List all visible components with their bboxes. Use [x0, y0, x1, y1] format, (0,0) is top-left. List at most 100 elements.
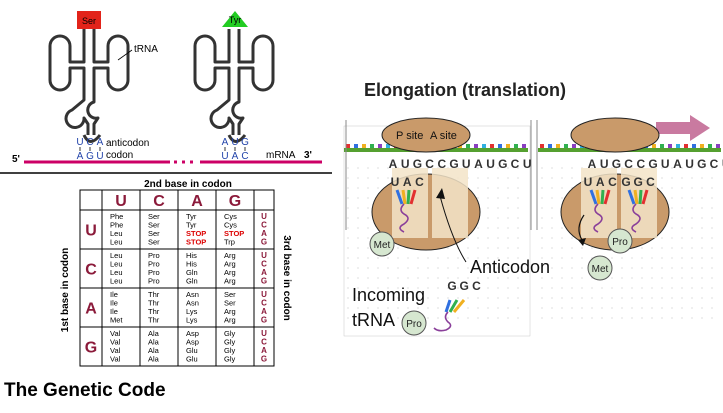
background-dot: [571, 267, 573, 269]
background-dot: [477, 227, 479, 229]
amino-acid-cell: His: [186, 260, 197, 269]
background-dot: [347, 217, 349, 219]
background-dot: [397, 247, 399, 249]
background-dot: [711, 227, 713, 229]
background-dot: [367, 317, 369, 319]
background-dot: [517, 257, 519, 259]
trna-stem-stripe: [600, 189, 605, 205]
trna-right-anticodon-loop: [227, 134, 247, 143]
background-dot: [571, 287, 573, 289]
mrna-codon-letter: G: [648, 157, 657, 171]
background-dot: [701, 267, 703, 269]
codon-letter: U: [221, 151, 228, 162]
third-base-letter: C: [261, 338, 267, 347]
amino-acid-cell: STOP: [186, 238, 206, 247]
nucleotide-tick: [564, 144, 568, 150]
background-dot: [477, 237, 479, 239]
background-dot: [477, 307, 479, 309]
background-dot: [487, 267, 489, 269]
background-dot: [497, 277, 499, 279]
third-base-letter: G: [261, 355, 267, 364]
background-dot: [347, 247, 349, 249]
background-dot: [417, 307, 419, 309]
background-dot: [651, 317, 653, 319]
background-dot: [681, 167, 683, 169]
background-dot: [477, 317, 479, 319]
background-dot: [437, 267, 439, 269]
background-dot: [661, 277, 663, 279]
background-dot: [671, 297, 673, 299]
mrna-codon-letter: A: [389, 157, 398, 171]
amino-acid-cell: Gln: [186, 277, 198, 286]
trna-stem-stripe: [641, 189, 649, 205]
amino-acid-cell: Ala: [148, 346, 160, 355]
exit-arrowhead: [578, 238, 586, 246]
background-dot: [457, 287, 459, 289]
anticodon-callout: Anticodon: [470, 257, 550, 277]
background-dot: [691, 297, 693, 299]
incoming-anticodon-letter: C: [472, 279, 481, 293]
amino-acid-cell: Arg: [224, 260, 236, 269]
background-dot: [631, 257, 633, 259]
anticodon-letter: A: [596, 175, 605, 189]
background-dot: [357, 217, 359, 219]
background-dot: [357, 187, 359, 189]
background-dot: [487, 247, 489, 249]
background-dot: [641, 297, 643, 299]
codon-label: codon: [106, 150, 133, 161]
background-dot: [621, 297, 623, 299]
background-dot: [671, 207, 673, 209]
amino-acid-cell: Thr: [148, 290, 160, 299]
background-dot: [517, 307, 519, 309]
background-dot: [611, 307, 613, 309]
background-dot: [357, 257, 359, 259]
background-dot: [541, 217, 543, 219]
background-dot: [347, 177, 349, 179]
background-dot: [437, 257, 439, 259]
background-dot: [681, 197, 683, 199]
background-dot: [347, 227, 349, 229]
background-dot: [367, 297, 369, 299]
background-dot: [671, 317, 673, 319]
background-dot: [661, 287, 663, 289]
amino-acid-cell: Gly: [224, 329, 236, 338]
background-dot: [661, 177, 663, 179]
background-dot: [437, 307, 439, 309]
second-base-letter: C: [153, 193, 165, 210]
background-dot: [497, 197, 499, 199]
nucleotide-tick: [378, 144, 382, 150]
background-dot: [551, 227, 553, 229]
nucleotide-tick: [580, 144, 584, 150]
background-dot: [641, 307, 643, 309]
first-base-letter: U: [85, 223, 97, 240]
background-dot: [711, 277, 713, 279]
background-dot: [477, 297, 479, 299]
mrna-codon-letter: G: [449, 157, 458, 171]
third-base-header: 3rd base in codon: [281, 235, 292, 321]
ribosome-small-subunit: [570, 117, 660, 153]
genetic-code-title: The Genetic Code: [4, 380, 166, 401]
amino-acid-cell: Lys: [186, 307, 198, 316]
mrna-codon-letter: G: [697, 157, 706, 171]
background-dot: [701, 317, 703, 319]
background-dot: [507, 247, 509, 249]
background-dot: [551, 187, 553, 189]
background-dot: [447, 247, 449, 249]
background-dot: [561, 307, 563, 309]
background-dot: [561, 167, 563, 169]
background-dot: [611, 297, 613, 299]
nucleotide-tick: [514, 144, 518, 150]
amino-acid-cell: Ala: [148, 329, 160, 338]
background-dot: [407, 277, 409, 279]
nucleotide-tick: [716, 144, 720, 150]
background-dot: [507, 257, 509, 259]
trna-stem-stripe: [409, 189, 417, 205]
trna-body-curl: [593, 203, 603, 233]
nucleotide-tick: [668, 144, 672, 150]
background-dot: [397, 297, 399, 299]
background-dot: [711, 197, 713, 199]
background-dot: [487, 207, 489, 209]
background-dot: [561, 267, 563, 269]
amino-acid-cell: Phe: [110, 212, 123, 221]
incoming-trna-stripe: [448, 299, 459, 313]
